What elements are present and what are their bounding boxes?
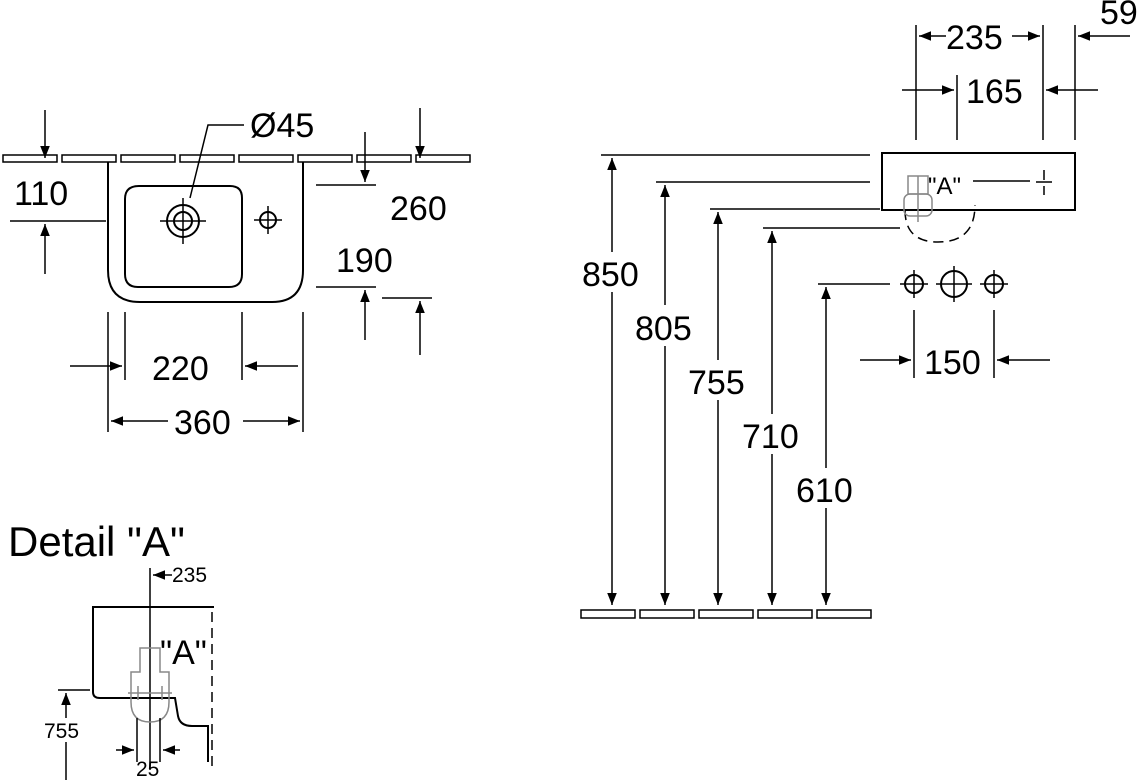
detail-basin-outline	[92, 606, 214, 762]
side-view: "A" 235 59 165	[580, 0, 1138, 619]
dim-drain-diameter: Ø45	[250, 107, 314, 145]
basin-bowl	[124, 185, 243, 288]
detail-dim-755: 755	[44, 720, 79, 743]
side-view-floor	[580, 609, 872, 619]
side-basin-outline	[881, 152, 1076, 211]
detail-title: Detail "A"	[8, 518, 185, 565]
dim-220: 220	[152, 350, 209, 388]
detail-dim-25: 25	[136, 758, 159, 781]
basin-outline	[107, 162, 304, 303]
side-dim-59: 59	[1100, 0, 1138, 32]
side-trap-icon	[903, 175, 933, 222]
dim-190: 190	[336, 242, 393, 280]
dim-360: 360	[174, 404, 231, 442]
connection-right-icon	[980, 270, 1008, 298]
side-dim-610: 610	[796, 472, 853, 510]
connection-waste-icon	[936, 266, 972, 302]
detail-a: Detail "A" 235 "A" 755 25	[8, 518, 214, 781]
side-dim-165: 165	[966, 73, 1023, 111]
connection-left-icon	[900, 270, 928, 298]
tap-hole-icon	[254, 206, 282, 234]
dim-260: 260	[390, 190, 447, 228]
side-tap-icon	[1036, 170, 1052, 195]
side-dim-805: 805	[635, 310, 692, 348]
side-detail-marker: "A"	[928, 173, 961, 200]
side-dim-710: 710	[742, 418, 799, 456]
dim-110: 110	[14, 175, 68, 213]
top-view-wall	[2, 154, 471, 163]
detail-dim-235: 235	[172, 564, 207, 587]
side-dim-755: 755	[688, 364, 745, 402]
detail-trap-icon	[128, 647, 172, 723]
detail-marker: "A"	[160, 634, 207, 672]
drain-icon	[160, 198, 206, 244]
side-dim-150: 150	[924, 344, 981, 382]
top-view: Ø45 110 260 190 220 360	[2, 107, 471, 442]
side-dim-850: 850	[582, 256, 639, 294]
side-dim-235: 235	[946, 19, 1003, 57]
